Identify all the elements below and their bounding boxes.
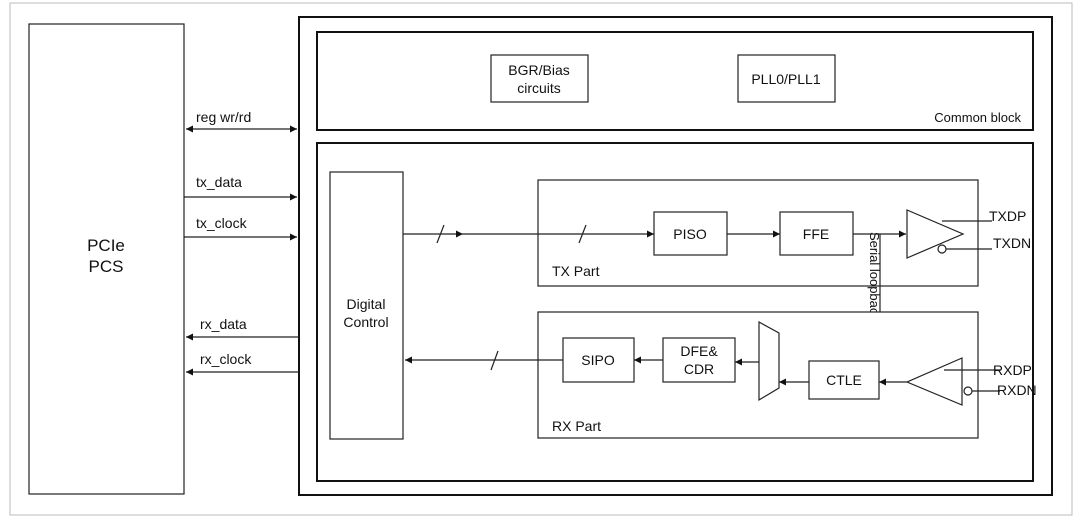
pcs-label-line1: PCIe: [87, 236, 125, 255]
bgr-label-line1: BGR/Bias: [508, 62, 569, 78]
phy-container: [298, 16, 1053, 496]
tx-bus-slash-1: [436, 224, 445, 244]
rx-mux-symbol: [758, 320, 780, 402]
txdp-label: TXDP: [989, 208, 1026, 224]
tx-part-label: TX Part: [552, 263, 600, 279]
tx-part: TX Part PISO FFE TXDP TXDN: [403, 179, 1031, 287]
ffe-label: FFE: [803, 226, 829, 242]
tx-driver-symbol: [906, 209, 965, 259]
serial-loopback-label: Serial loopback: [867, 232, 882, 321]
bgr-label-line2: circuits: [517, 80, 561, 96]
rx-bus-slash: [490, 350, 499, 371]
common-block-label: Common block: [934, 110, 1021, 125]
rx-part-label: RX Part: [552, 418, 601, 434]
piso-box: [653, 211, 728, 256]
rxdp-label: RXDP: [993, 362, 1032, 378]
tx-data-label: tx_data: [196, 174, 242, 190]
tx-bus-slash-2: [578, 224, 587, 244]
piso-label: PISO: [673, 226, 707, 242]
sipo-label: SIPO: [581, 352, 615, 368]
datapath-container: [316, 142, 1034, 482]
outer-frame: [9, 2, 1073, 516]
ffe-box: [779, 211, 854, 256]
pcs-phy-signals: reg wr/rd tx_data tx_clock rx_data rx_cl…: [184, 109, 299, 376]
tx-clock-label: tx_clock: [196, 215, 248, 231]
digital-control-line1: Digital: [347, 296, 386, 312]
dfe-cdr-line2: CDR: [684, 361, 714, 377]
pcie-pcs-block: PCIe PCS: [28, 23, 185, 495]
bgr-bias-box: [490, 54, 589, 103]
txdn-label: TXDN: [993, 235, 1031, 251]
reg-wr-rd-label: reg wr/rd: [196, 109, 251, 125]
pll-label: PLL0/PLL1: [751, 71, 820, 87]
dfe-cdr-line1: DFE&: [680, 343, 718, 359]
common-block: BGR/Bias circuits PLL0/PLL1 Common block: [316, 31, 1034, 131]
digital-control-block: Digital Control: [329, 171, 404, 440]
sipo-box: [562, 337, 635, 383]
rxdn-label: RXDN: [997, 382, 1037, 398]
pcs-label-line2: PCS: [89, 257, 124, 276]
ctle-box: [808, 360, 880, 400]
rx-clock-label: rx_clock: [200, 351, 252, 367]
digital-control-line2: Control: [343, 314, 388, 330]
ctle-label: CTLE: [826, 372, 862, 388]
rx-data-label: rx_data: [200, 316, 247, 332]
pll-box: [737, 54, 836, 103]
rx-part: RX Part RXDP RXDN CTLE DFE& CDR SIPO: [405, 311, 1037, 439]
dfe-cdr-box: [662, 337, 736, 383]
